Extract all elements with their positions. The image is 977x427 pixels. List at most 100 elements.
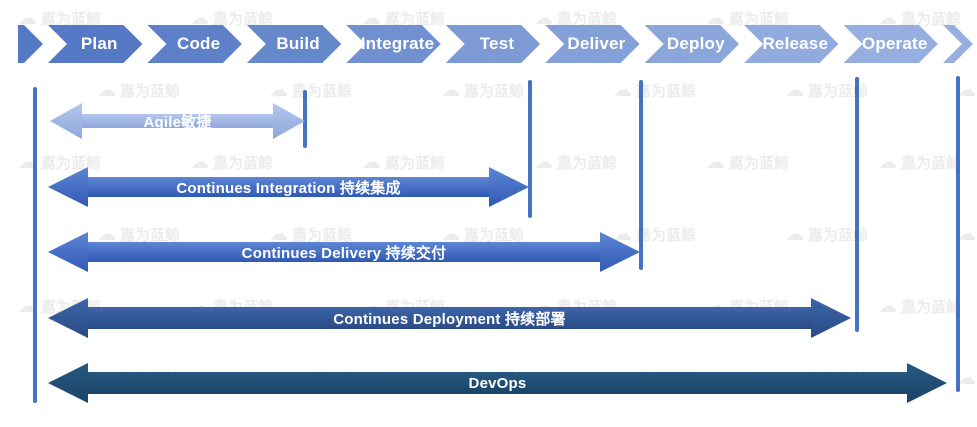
arrow-bar	[87, 307, 812, 329]
boundary-line-agile-end	[303, 90, 307, 148]
stage-chevron-deliver: Deliver	[545, 25, 639, 63]
cloud-watermark-icon: ☁	[190, 152, 209, 173]
cloud-watermark-icon: ☁	[441, 224, 460, 245]
stage-chevron-build: Build	[247, 25, 341, 63]
watermark-text: 嘉为蓝鲸	[464, 227, 525, 244]
stage-label: Code	[177, 34, 221, 53]
watermark: ☁嘉为蓝鲸	[706, 8, 789, 29]
watermark: ☁嘉为蓝鲸	[362, 8, 445, 29]
stage-chevron-test: Test	[446, 25, 540, 63]
watermark: ☁嘉为蓝鲸	[97, 80, 180, 101]
watermark: ☁嘉为蓝鲸	[957, 80, 977, 101]
watermark-text: 嘉为蓝鲸	[729, 11, 790, 28]
watermark: ☁嘉为蓝鲸	[534, 8, 617, 29]
cloud-watermark-icon: ☁	[190, 8, 209, 29]
watermark: ☁嘉为蓝鲸	[269, 224, 352, 245]
arrowhead-right-icon	[811, 298, 851, 338]
boundary-line-deployment-end	[855, 77, 859, 332]
watermark: ☁嘉为蓝鲸	[18, 152, 101, 173]
cloud-watermark-icon: ☁	[18, 152, 37, 173]
cloud-watermark-icon: ☁	[785, 224, 804, 245]
watermark: ☁嘉为蓝鲸	[706, 152, 789, 173]
watermark-text: 嘉为蓝鲸	[120, 227, 181, 244]
boundary-line-operate-end	[956, 76, 960, 392]
span-arrow-agile: Agile敏捷	[50, 103, 305, 139]
arrowhead-right-icon	[273, 103, 305, 139]
cloud-watermark-icon: ☁	[534, 152, 553, 173]
stage-label: Build	[276, 34, 320, 53]
watermark: ☁嘉为蓝鲸	[18, 8, 101, 29]
cloud-watermark-icon: ☁	[957, 368, 976, 389]
arrowhead-left-icon	[48, 363, 88, 403]
watermark: ☁嘉为蓝鲸	[362, 152, 445, 173]
watermark: ☁嘉为蓝鲸	[441, 80, 524, 101]
cloud-watermark-icon: ☁	[878, 8, 897, 29]
watermark: ☁嘉为蓝鲸	[190, 152, 273, 173]
cloud-watermark-icon: ☁	[878, 296, 897, 317]
arrowhead-left-icon	[48, 298, 88, 338]
watermark-text: 嘉为蓝鲸	[385, 155, 446, 172]
cloud-watermark-icon: ☁	[362, 152, 381, 173]
watermark-text: 嘉为蓝鲸	[808, 83, 869, 100]
watermark: ☁嘉为蓝鲸	[878, 8, 961, 29]
arrow-bar	[87, 177, 490, 197]
arrowhead-left-icon	[50, 103, 82, 139]
watermark-text: 嘉为蓝鲸	[901, 11, 962, 28]
stage-chevron-release: Release	[744, 25, 838, 63]
chevron-fragment-right	[943, 25, 973, 63]
cloud-watermark-icon: ☁	[957, 80, 976, 101]
watermark-text: 嘉为蓝鲸	[636, 227, 697, 244]
watermark: ☁嘉为蓝鲸	[957, 368, 977, 389]
cloud-watermark-icon: ☁	[706, 152, 725, 173]
watermark-text: 嘉为蓝鲸	[120, 83, 181, 100]
watermark: ☁嘉为蓝鲸	[441, 224, 524, 245]
arrow-bar	[81, 114, 274, 128]
stage-chevron-operate: Operate	[844, 25, 938, 63]
cloud-watermark-icon: ☁	[785, 80, 804, 101]
span-arrow-devops: DevOps	[48, 363, 947, 403]
arrowhead-right-icon	[600, 232, 640, 272]
watermark: ☁嘉为蓝鲸	[785, 80, 868, 101]
watermark: ☁嘉为蓝鲸	[613, 80, 696, 101]
watermark-text: 嘉为蓝鲸	[41, 11, 102, 28]
stage-label: Deploy	[666, 34, 725, 53]
stage-chevron-code: Code	[147, 25, 241, 63]
span-arrow-continuous-integration: Continues Integration 持续集成	[48, 167, 529, 207]
cloud-watermark-icon: ☁	[957, 224, 976, 245]
span-arrow-continuous-delivery: Continues Delivery 持续交付	[48, 232, 640, 272]
stage-label: Plan	[80, 34, 118, 53]
cloud-watermark-icon: ☁	[18, 296, 37, 317]
stage-label: Operate	[861, 34, 928, 53]
watermark-text: 嘉为蓝鲸	[385, 11, 446, 28]
watermark: ☁嘉为蓝鲸	[878, 152, 961, 173]
boundary-line-integration-end	[528, 80, 532, 218]
stage-chevron-plan: Plan	[48, 25, 142, 63]
stage-label: Test	[479, 34, 515, 53]
watermark-text: 嘉为蓝鲸	[213, 11, 274, 28]
watermark: ☁嘉为蓝鲸	[785, 224, 868, 245]
watermark-text: 嘉为蓝鲸	[292, 83, 353, 100]
arrow-bar	[87, 242, 601, 262]
stage-label: Deliver	[567, 34, 626, 53]
boundary-line-start	[33, 87, 37, 403]
watermark: ☁嘉为蓝鲸	[534, 152, 617, 173]
watermark: ☁嘉为蓝鲸	[269, 80, 352, 101]
watermark-text: 嘉为蓝鲸	[292, 227, 353, 244]
cloud-watermark-icon: ☁	[878, 152, 897, 173]
pipeline-stage-band: Plan Code Build Integrate Test Deliver D…	[18, 25, 973, 63]
arrowhead-right-icon	[489, 167, 529, 207]
watermark-text: 嘉为蓝鲸	[41, 155, 102, 172]
span-arrow-continuous-deployment: Continues Deployment 持续部署	[48, 298, 851, 338]
cloud-watermark-icon: ☁	[97, 224, 116, 245]
cloud-watermark-icon: ☁	[534, 8, 553, 29]
arrow-bar	[87, 372, 908, 394]
watermark: ☁嘉为蓝鲸	[878, 296, 961, 317]
stage-label: Integrate	[360, 34, 435, 53]
stage-chevron-integrate: Integrate	[346, 25, 440, 63]
cloud-watermark-icon: ☁	[362, 8, 381, 29]
cloud-watermark-icon: ☁	[97, 80, 116, 101]
arrowhead-left-icon	[48, 232, 88, 272]
watermark-text: 嘉为蓝鲸	[557, 155, 618, 172]
watermark-text: 嘉为蓝鲸	[808, 227, 869, 244]
